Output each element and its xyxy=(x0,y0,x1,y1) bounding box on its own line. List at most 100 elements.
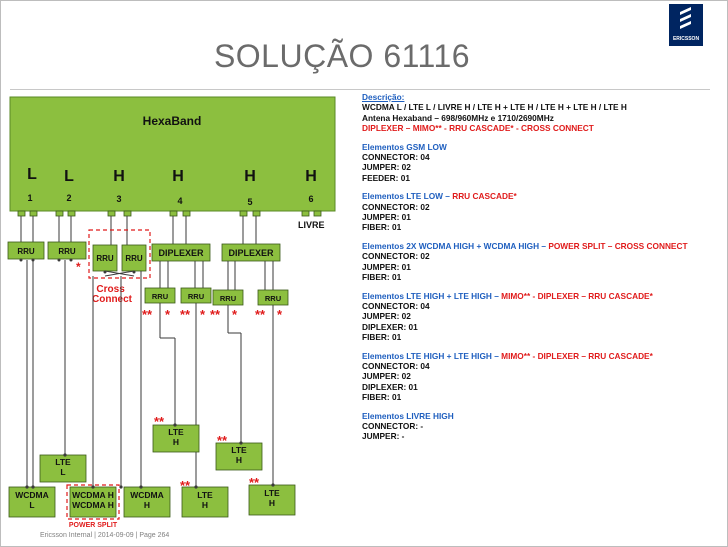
rru-label-4a: RRU xyxy=(152,292,168,301)
section-item: JUMPER: 02 xyxy=(362,371,411,382)
description-line3: DIPLEXER – MIMO** - RRU CASCADE* - CROSS… xyxy=(362,123,594,134)
band-letter-5: H xyxy=(244,168,256,185)
rru-port3a xyxy=(92,244,118,272)
section-item: JUMPER: - xyxy=(362,431,405,442)
section-item: FEEDER: 01 xyxy=(362,172,410,183)
lte-h-text-2: LTE xyxy=(231,445,247,455)
section-item: CONNECTOR: 02 xyxy=(362,251,430,262)
rru-port1 xyxy=(7,241,45,260)
diplexer-port5 xyxy=(221,243,281,262)
section-title-text: Elementos LIVRE HIGH xyxy=(362,410,454,421)
power-split-box xyxy=(66,484,120,520)
section-item: JUMPER: 02 xyxy=(362,162,411,173)
lte-h-text-4: LTE xyxy=(264,488,280,498)
section-title-text: Elementos LTE HIGH + LTE HIGH – xyxy=(362,290,502,301)
lte-h-box-4 xyxy=(248,484,296,516)
rru-label-3a: RRU xyxy=(96,254,114,263)
ericsson-logo-icon xyxy=(680,7,691,29)
section-title-text: Elementos 2X WCDMA HIGH + WCDMA HIGH – xyxy=(362,240,549,251)
diplexer-label-5: DIPLEXER xyxy=(228,248,274,258)
rru-label-1: RRU xyxy=(17,247,35,256)
port-number-1: 1 xyxy=(27,193,32,203)
section-item: FIBER: 01 xyxy=(362,332,402,343)
cascade-mark-5a: * xyxy=(232,307,238,322)
cascade-mark-rru2: * xyxy=(76,260,81,274)
box-label-line2: WCDMA H xyxy=(72,500,114,510)
section-item: DIPLEXER: 01 xyxy=(362,321,418,332)
section-item: CONNECTOR: - xyxy=(362,420,424,431)
box-label-line2: H xyxy=(236,455,242,465)
cascade-mark-4b: * xyxy=(200,307,206,322)
band-letter-1: L xyxy=(27,166,37,183)
band-letter-6: H xyxy=(305,168,317,185)
element-section: Elementos LTE LOW – RRU CASCADE*CONNECTO… xyxy=(362,191,722,233)
rru-label-4b: RRU xyxy=(188,292,204,301)
lte-h-text-3: LTE xyxy=(197,490,213,500)
section-item: JUMPER: 01 xyxy=(362,212,411,223)
wcdma-hh-text: WCDMA H xyxy=(72,490,114,500)
section-item: CONNECTOR: 04 xyxy=(362,152,430,163)
port-number-3: 3 xyxy=(116,194,121,204)
section-title: Elementos LTE HIGH + LTE HIGH – MIMO** -… xyxy=(362,291,722,301)
band-letter-4: H xyxy=(172,168,184,185)
section-title-highlight: MIMO** - DIPLEXER – RRU CASCADE* xyxy=(501,350,653,361)
box-label-line2: H xyxy=(202,500,208,510)
description-line1: WCDMA L / LTE L / LIVRE H / LTE H + LTE … xyxy=(362,102,627,113)
section-item: FIBER: 01 xyxy=(362,272,402,283)
box-label-line2: Connect xyxy=(92,294,133,305)
mimo-mark-lte2: ** xyxy=(217,433,228,448)
power-split-label: POWER SPLIT xyxy=(69,522,118,529)
wcdma-l-box xyxy=(8,486,56,518)
section-title: Elementos 2X WCDMA HIGH + WCDMA HIGH – P… xyxy=(362,241,722,251)
lte-h-box-1 xyxy=(152,424,200,453)
diplexer-label-4: DIPLEXER xyxy=(158,248,204,258)
box-label-line2: L xyxy=(29,500,34,510)
ericsson-logo: ERICSSON xyxy=(669,4,703,46)
port-number-4: 4 xyxy=(177,196,182,206)
band-letter-3: H xyxy=(113,168,125,185)
description-panel: Descrição: WCDMA L / LTE L / LIVRE H / L… xyxy=(362,92,722,450)
rru-label-2: RRU xyxy=(58,247,76,256)
section-item: CONNECTOR: 04 xyxy=(362,360,430,371)
diplexer-port4 xyxy=(151,243,211,262)
rru-port2 xyxy=(47,241,87,260)
element-section: Elementos 2X WCDMA HIGH + WCDMA HIGH – P… xyxy=(362,241,722,283)
mimo-mark-5a: ** xyxy=(210,307,221,322)
description-section: Descrição: WCDMA L / LTE L / LIVRE H / L… xyxy=(362,92,722,134)
antenna-name: HexaBand xyxy=(143,114,202,128)
element-section: Elementos LTE HIGH + LTE HIGH – MIMO** -… xyxy=(362,351,722,403)
section-title-text: Elementos LTE HIGH + LTE HIGH – xyxy=(362,350,502,361)
antenna-body xyxy=(9,96,336,212)
cascade-mark-5b: * xyxy=(277,307,283,322)
port-number-5: 5 xyxy=(247,197,252,207)
section-item: CONNECTOR: 04 xyxy=(362,300,430,311)
port-number-2: 2 xyxy=(66,193,71,203)
footer-text: Ericsson Internal | 2014-09-09 | Page 26… xyxy=(40,532,170,539)
lte-h-box-2 xyxy=(215,442,263,471)
section-title-text: Elementos LTE LOW – xyxy=(362,191,453,202)
mimo-mark-lte3: ** xyxy=(180,478,191,493)
cross-connect-box xyxy=(88,229,151,279)
cross-connect-label: Cross Connect xyxy=(92,284,133,305)
description-line2: Antena Hexaband – 698/960MHz e 1710/2690… xyxy=(362,112,554,123)
box-label-line2: H xyxy=(144,500,150,510)
section-title: Elementos LTE LOW – RRU CASCADE* xyxy=(362,191,722,201)
section-title: Elementos LIVRE HIGH xyxy=(362,411,722,421)
logo-text: ERICSSON xyxy=(672,36,700,42)
title-rule xyxy=(10,89,710,90)
lte-h-text-1: LTE xyxy=(168,427,184,437)
section-item: JUMPER: 02 xyxy=(362,311,411,322)
wcdma-h-box xyxy=(123,486,171,518)
mimo-mark-4b: ** xyxy=(180,307,191,322)
port-number-6: 6 xyxy=(308,194,313,204)
